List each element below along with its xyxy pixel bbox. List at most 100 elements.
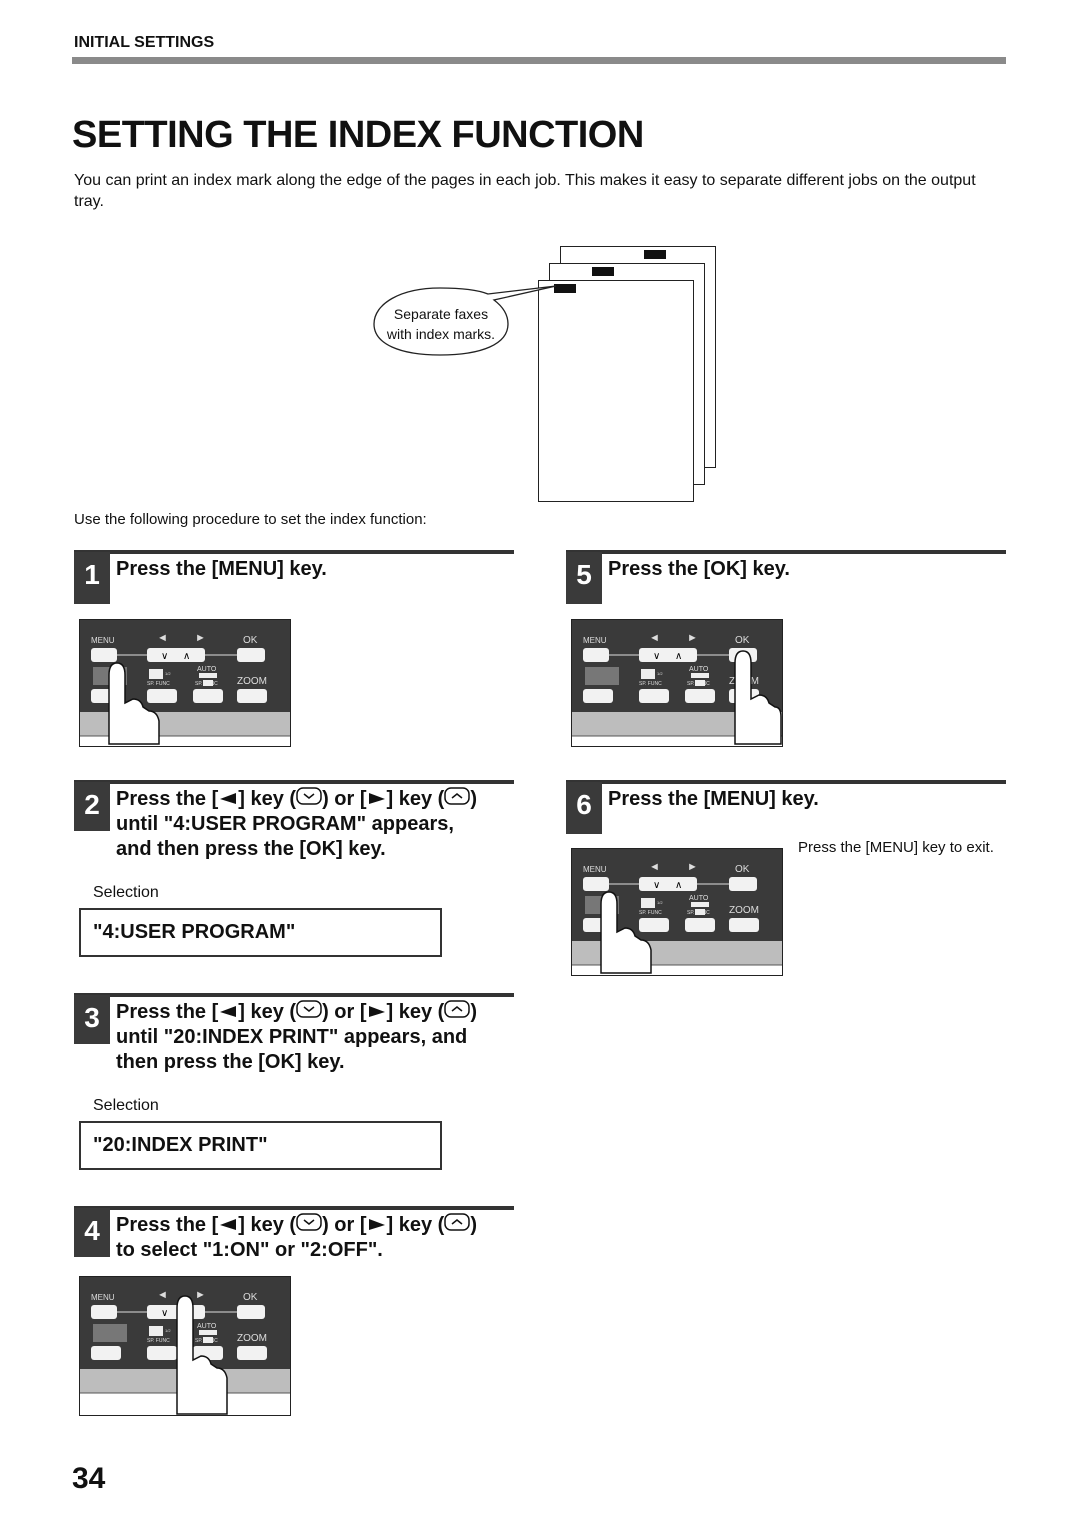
step-number: 3 bbox=[74, 995, 110, 1044]
instruction-text: ] key ( bbox=[386, 1001, 445, 1023]
instruction-text: ] key ( bbox=[238, 1214, 297, 1236]
step-rule bbox=[74, 993, 514, 997]
up-key-icon bbox=[444, 787, 471, 812]
svg-text:1/2: 1/2 bbox=[657, 671, 663, 676]
pointing-hand-icon bbox=[600, 891, 652, 974]
panel-key bbox=[685, 918, 715, 932]
down-key-icon: ∨ bbox=[653, 880, 660, 891]
panel-ok-label: OK bbox=[243, 1292, 258, 1303]
panel-key bbox=[639, 689, 669, 703]
instruction-text: ) bbox=[470, 1214, 477, 1236]
panel-key bbox=[91, 1346, 121, 1360]
control-panel-illustration: MENU ◄ ► OK ∨ ∧ 1/2 SP. FUNC AUTO SP. FU… bbox=[571, 848, 783, 981]
down-key-icon: ∨ bbox=[161, 651, 168, 662]
step-number: 6 bbox=[566, 782, 602, 834]
panel-spfunc-label: SP. FUNC bbox=[147, 1338, 170, 1344]
step-rule bbox=[74, 780, 514, 784]
down-key-icon bbox=[296, 787, 322, 812]
panel-ok-label: OK bbox=[243, 635, 258, 646]
panel-menu-label: MENU bbox=[583, 865, 607, 874]
step-rule bbox=[566, 780, 1006, 784]
arrow-keys bbox=[147, 1305, 205, 1319]
panel-menu-label: MENU bbox=[91, 1293, 115, 1302]
selection-label: Selection bbox=[93, 1097, 159, 1114]
menu-key bbox=[91, 1305, 117, 1319]
panel-zoom-label: ZOOM bbox=[237, 1333, 267, 1344]
panel-key bbox=[147, 1346, 177, 1360]
panel-right-arrow: ► bbox=[195, 1289, 206, 1301]
index-mark bbox=[554, 284, 576, 293]
panel-menu-label: MENU bbox=[583, 636, 607, 645]
step-heading-line-2: to select "1:ON" or "2:OFF". bbox=[116, 1239, 383, 1262]
display-readout: "20:INDEX PRINT" bbox=[79, 1121, 442, 1170]
menu-key bbox=[91, 648, 117, 662]
pointing-hand-icon bbox=[108, 662, 160, 745]
left-arrow-key-icon bbox=[218, 1213, 238, 1238]
down-key-icon: ∨ bbox=[161, 1308, 168, 1319]
instruction-text: Press the [ bbox=[116, 788, 219, 810]
panel-auto-label: AUTO bbox=[689, 895, 709, 902]
intro-paragraph: You can print an index mark along the ed… bbox=[74, 172, 976, 210]
callout-text: Separate faxes with index marks. bbox=[376, 304, 506, 344]
panel-ok-label: OK bbox=[735, 864, 750, 875]
ok-key bbox=[237, 1305, 265, 1319]
step-heading-line-3: and then press the [OK] key. bbox=[116, 838, 386, 861]
right-arrow-key-icon bbox=[367, 1213, 387, 1238]
panel-zoom-label: ZOOM bbox=[237, 676, 267, 687]
step-number: 4 bbox=[74, 1208, 110, 1257]
index-mark bbox=[592, 267, 614, 276]
instruction-text: ) or [ bbox=[322, 1214, 367, 1236]
step-note: Press the [MENU] key to exit. bbox=[798, 839, 994, 856]
index-mark bbox=[644, 250, 666, 259]
panel-ok-label: OK bbox=[735, 635, 750, 646]
left-arrow-key-icon bbox=[218, 787, 238, 812]
control-panel-illustration: MENU ◄ ► OK ∨ ∧ 1/2 SP. FUNC AUTO SP. FU… bbox=[79, 619, 291, 752]
panel-auto-label: AUTO bbox=[689, 666, 709, 673]
panel-right-arrow: ► bbox=[687, 632, 698, 644]
panel-right-arrow: ► bbox=[687, 861, 698, 873]
instruction-text: Press the [ bbox=[116, 1214, 219, 1236]
left-arrow-key-icon bbox=[218, 1000, 238, 1025]
step-heading: Press the [MENU] key. bbox=[608, 788, 819, 810]
step-number: 1 bbox=[74, 552, 110, 604]
right-arrow-key-icon bbox=[367, 1000, 387, 1025]
key-instruction-line: Press the [ ] key ( ) or [ ] key () bbox=[116, 1213, 516, 1238]
pointing-hand-icon bbox=[176, 1295, 228, 1415]
instruction-text: ) bbox=[470, 788, 477, 810]
instruction-text: ) or [ bbox=[322, 788, 367, 810]
instruction-text: ] key ( bbox=[386, 1214, 445, 1236]
panel-key bbox=[147, 689, 177, 703]
step-number: 2 bbox=[74, 782, 110, 831]
panel-spfunc-label: SP. FUNC bbox=[147, 681, 170, 687]
menu-key bbox=[583, 877, 609, 891]
right-arrow-key-icon bbox=[367, 787, 387, 812]
up-key-icon: ∧ bbox=[183, 651, 190, 662]
control-panel-illustration: MENU ◄ ► OK ∨ ∧ 1/2 SP. FUNC AUTO SP. FU… bbox=[79, 1276, 291, 1421]
index-pages-illustration bbox=[373, 246, 716, 502]
up-key-icon bbox=[444, 1213, 471, 1238]
svg-text:1/2: 1/2 bbox=[657, 900, 663, 905]
step-rule bbox=[74, 1206, 514, 1210]
panel-key bbox=[639, 918, 669, 932]
step-heading-line-2: until "20:INDEX PRINT" appears, and bbox=[116, 1026, 468, 1049]
svg-text:1/2: 1/2 bbox=[165, 671, 171, 676]
arrow-keys bbox=[147, 648, 205, 662]
page-number: 34 bbox=[72, 1462, 106, 1495]
step-heading: Press the [MENU] key. bbox=[116, 558, 327, 580]
panel-key bbox=[729, 918, 759, 932]
instruction-text: ] key ( bbox=[238, 788, 297, 810]
step-heading-line-3: then press the [OK] key. bbox=[116, 1051, 345, 1074]
control-panel-illustration: MENU ◄ ► OK ∨ ∧ 1/2 SP. FUNC AUTO SP. FU… bbox=[571, 619, 783, 752]
step-heading: Press the [] key () or [] key () until "… bbox=[116, 787, 516, 862]
selection-label: Selection bbox=[93, 884, 159, 901]
step-heading: Press the [OK] key. bbox=[608, 558, 790, 580]
callout-bubble bbox=[373, 285, 557, 356]
panel-left-arrow: ◄ bbox=[649, 632, 660, 644]
step-rule bbox=[74, 550, 514, 554]
svg-text:1/2: 1/2 bbox=[165, 1328, 171, 1333]
panel-key bbox=[583, 689, 613, 703]
procedure-intro: Use the following procedure to set the i… bbox=[74, 511, 427, 528]
up-key-icon bbox=[444, 1000, 471, 1025]
section-label: INITIAL SETTINGS bbox=[74, 34, 215, 51]
display-readout: "4:USER PROGRAM" bbox=[79, 908, 442, 957]
